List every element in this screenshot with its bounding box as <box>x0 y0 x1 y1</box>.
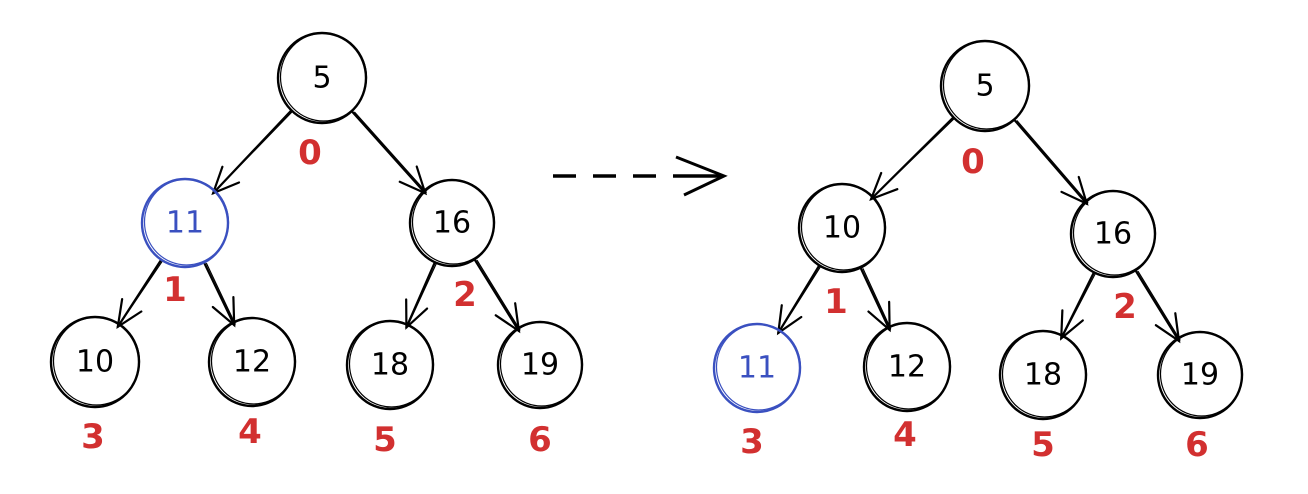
edge-arrow <box>776 265 822 336</box>
node-circle-outline <box>1001 330 1088 418</box>
array-index-label: 6 <box>528 420 552 460</box>
edge-arrow <box>1135 270 1181 344</box>
node-value: 11 <box>166 206 204 241</box>
dashed-arrow-right-icon <box>553 155 728 197</box>
heap-node: 50 <box>276 31 368 173</box>
node-circle-outline <box>52 316 141 406</box>
node-value: 12 <box>233 345 271 380</box>
node-value: 18 <box>371 348 409 383</box>
node-value: 5 <box>975 69 994 104</box>
array-index-label: 2 <box>453 275 477 315</box>
edge-arrow <box>1060 272 1097 341</box>
node-circle-outline <box>348 320 435 408</box>
node-circle-outline <box>143 178 230 266</box>
node-circle-outline <box>499 321 584 407</box>
heap-node: 19 6 <box>1156 330 1244 465</box>
heap-node: 16 2 <box>408 178 496 315</box>
node-value: 12 <box>888 350 926 385</box>
edge-arrow <box>1013 119 1089 206</box>
node-circle-outline <box>942 40 1031 130</box>
edge-arrow <box>203 262 236 328</box>
array-index-label: 0 <box>961 142 985 182</box>
edge-arrow <box>474 259 521 334</box>
node-value: 18 <box>1024 358 1062 393</box>
heap-node: 10 3 <box>49 315 141 457</box>
node-circle-outline <box>1159 331 1244 417</box>
node-value: 16 <box>1094 217 1132 252</box>
edge-arrow <box>405 262 437 330</box>
array-index-label: 0 <box>298 133 322 173</box>
heap-node: 18 5 <box>345 319 435 460</box>
edge-arrow <box>869 117 955 202</box>
highlighted-node: 111 <box>140 177 230 310</box>
heap-node: 10 1 <box>797 182 887 322</box>
node-value: 5 <box>312 61 331 96</box>
node-value: 10 <box>76 345 114 380</box>
heap-node: 12 4 <box>207 316 297 452</box>
node-value: 19 <box>1181 358 1219 393</box>
heap-node: 16 2 <box>1069 189 1157 327</box>
array-index-label: 4 <box>238 412 262 452</box>
node-value: 11 <box>738 351 776 386</box>
array-index-label: 6 <box>1185 425 1209 465</box>
heap-node: 18 5 <box>998 329 1088 465</box>
array-index-label: 2 <box>1113 287 1137 327</box>
edge-arrow <box>859 267 892 333</box>
edge-arrow <box>116 259 164 330</box>
node-circle-outline <box>800 183 887 271</box>
heap-node: 50 <box>939 39 1031 182</box>
node-circle-outline <box>715 323 802 411</box>
node-circle-outline <box>1072 190 1157 276</box>
array-index-label: 1 <box>824 282 848 322</box>
heap-node: 12 4 <box>862 321 952 455</box>
node-value: 19 <box>521 348 559 383</box>
edge-arrow <box>351 111 428 196</box>
array-index-label: 1 <box>163 270 187 310</box>
edge-arrow <box>211 110 294 196</box>
array-index-label: 4 <box>893 415 917 455</box>
highlighted-node: 11 3 <box>712 322 802 462</box>
node-circle-outline <box>279 32 368 122</box>
array-index-label: 3 <box>81 417 105 457</box>
array-index-label: 3 <box>740 422 764 462</box>
array-index-label: 5 <box>373 420 397 460</box>
array-index-label: 5 <box>1031 425 1055 465</box>
node-circle-outline <box>210 317 297 405</box>
node-circle-outline <box>411 179 496 265</box>
node-value: 10 <box>823 211 861 246</box>
node-value: 16 <box>433 206 471 241</box>
node-circle-outline <box>865 322 952 410</box>
heap-node: 19 6 <box>496 320 584 460</box>
